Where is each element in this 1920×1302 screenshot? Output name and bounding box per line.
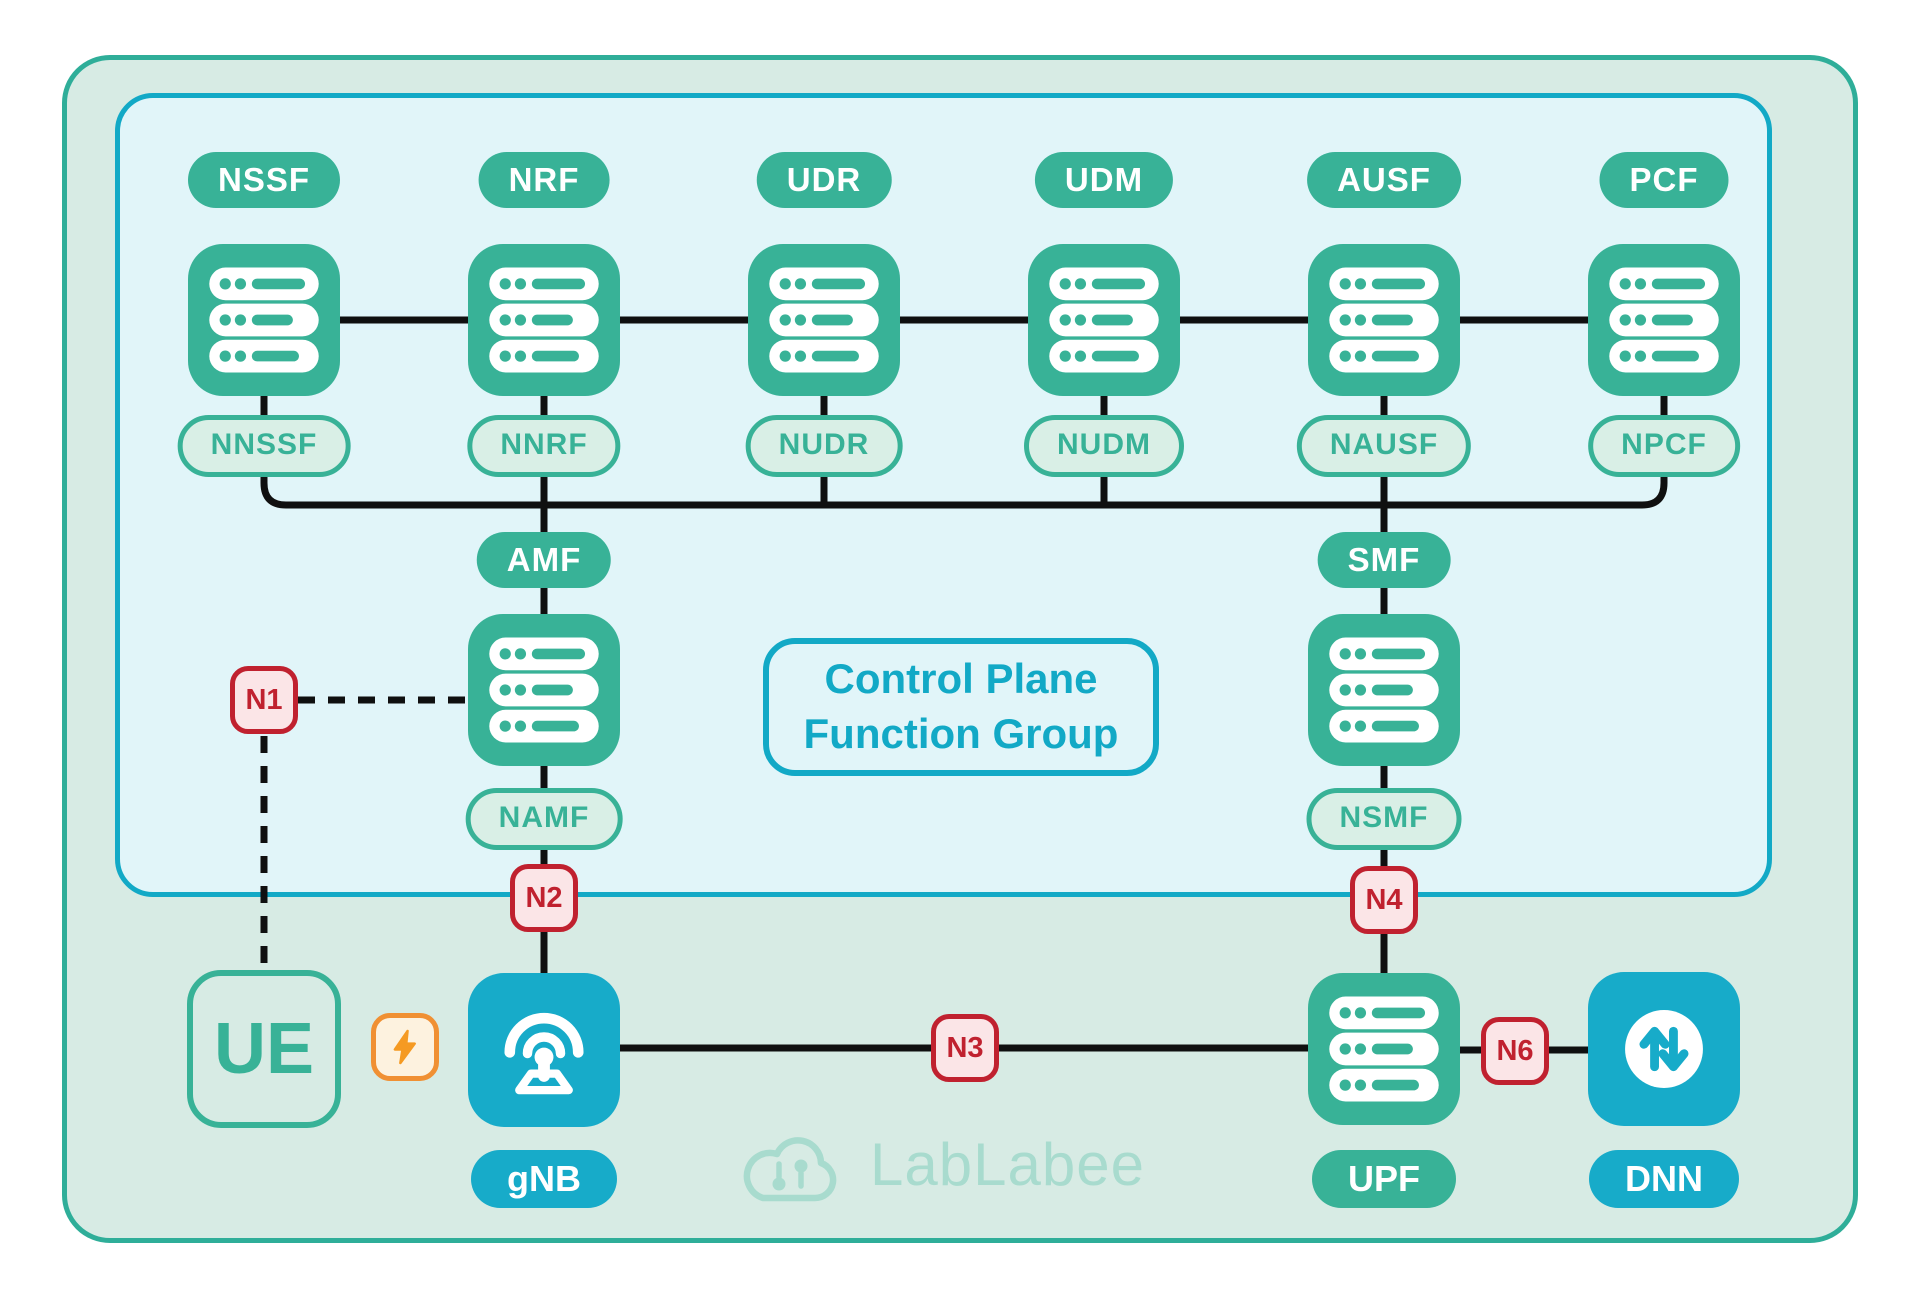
control-plane-caption-line1: Control Plane — [824, 655, 1098, 703]
control-plane-group-box — [115, 93, 1772, 897]
control-plane-caption-box: Control Plane Function Group — [763, 638, 1159, 776]
interface-pill-nnrf: NNRF — [467, 415, 621, 477]
ref-point-n1: N1 — [230, 666, 298, 734]
server-icon-upf — [1308, 972, 1460, 1126]
server-icon-ausf — [1308, 243, 1460, 397]
lablabee-logo-text: LabLabee — [870, 1130, 1145, 1198]
radio-antenna-icon — [485, 991, 603, 1109]
interface-pill-namf: NAMF — [465, 788, 623, 850]
dnn-node — [1588, 972, 1740, 1126]
ref-point-n2: N2 — [510, 864, 578, 932]
interface-pill-npcf: NPCF — [1588, 415, 1740, 477]
lightning-icon — [371, 1013, 439, 1081]
nf-label-ausf: AUSF — [1307, 152, 1461, 208]
server-icon-nrf — [468, 243, 620, 397]
gnb-label-pill: gNB — [471, 1150, 617, 1208]
nf-label-nrf: NRF — [478, 152, 610, 208]
interface-pill-nausf: NAUSF — [1296, 415, 1472, 477]
interface-pill-nudr: NUDR — [745, 415, 903, 477]
cloud-circuit-icon — [738, 1122, 850, 1206]
server-icon-nssf — [188, 243, 340, 397]
upf-label-pill: UPF — [1312, 1150, 1456, 1208]
gnb-node — [468, 973, 620, 1127]
service-bus-line — [260, 472, 1668, 509]
nf-label-smf: SMF — [1317, 532, 1451, 588]
interface-pill-nudm: NUDM — [1024, 415, 1184, 477]
control-plane-caption-line2: Function Group — [803, 710, 1119, 757]
lablabee-logo: LabLabee — [738, 1122, 1145, 1206]
ue-label: UE — [213, 1009, 315, 1089]
nf-label-udm: UDM — [1034, 152, 1174, 208]
server-icon-pcf — [1588, 243, 1740, 397]
server-icon-udr — [748, 243, 900, 397]
up-down-arrows-icon — [1605, 990, 1723, 1108]
nf-label-amf: AMF — [476, 532, 612, 588]
nf-label-pcf: PCF — [1599, 152, 1729, 208]
nf-label-nssf: NSSF — [187, 152, 341, 208]
interface-pill-nnssf: NNSSF — [177, 415, 351, 477]
ref-point-n6: N6 — [1481, 1017, 1549, 1085]
ue-node: UE — [187, 970, 341, 1128]
nf-label-udr: UDR — [756, 152, 892, 208]
ref-point-n3: N3 — [931, 1014, 999, 1082]
ref-point-n4: N4 — [1350, 866, 1418, 934]
interface-pill-nsmf: NSMF — [1306, 788, 1462, 850]
server-icon-smf — [1308, 613, 1460, 767]
dnn-label-pill: DNN — [1589, 1150, 1739, 1208]
server-icon-amf — [468, 613, 620, 767]
server-icon-udm — [1028, 243, 1180, 397]
